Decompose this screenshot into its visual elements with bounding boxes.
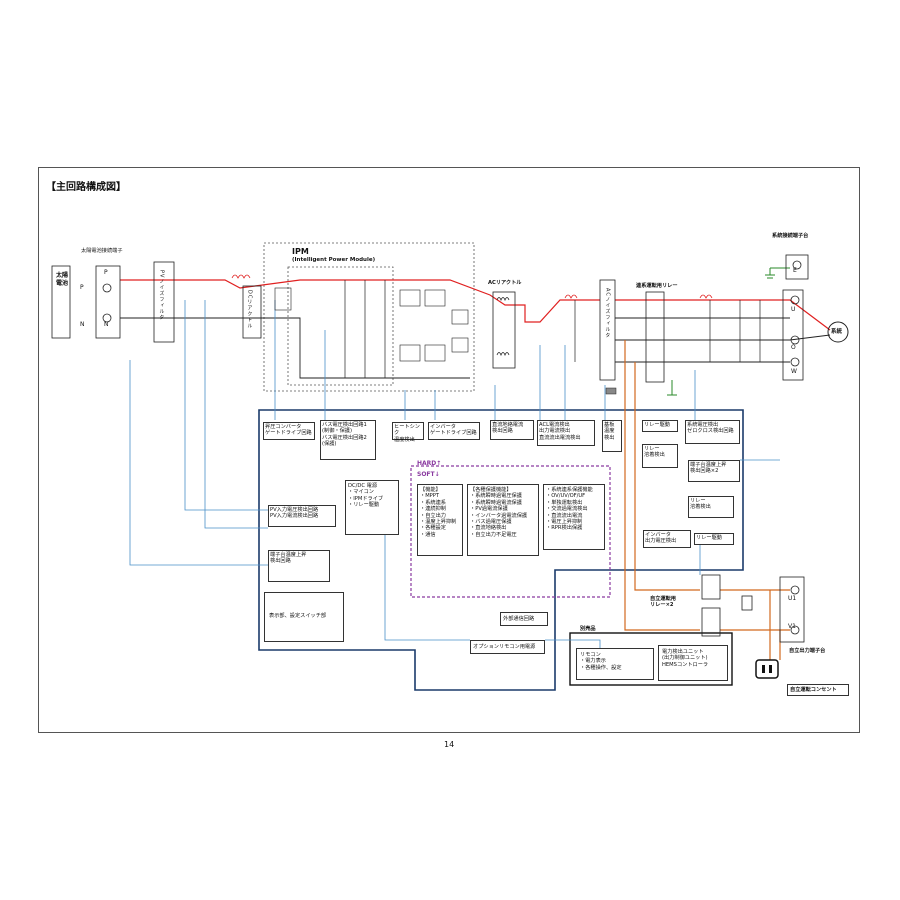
grid-protections-box: ・系統連系保護機能 ・OV/UV/OF/UF ・単独運転検出 ・交流過電流検出 … [543,484,605,550]
hard-label: HARD↑ [417,460,442,467]
e-label: E [793,267,797,274]
standalone-outlet-label: 自立運転コンセント [787,684,849,696]
dcdc-box: DC/DC 電源 ・マイコン ・IPMドライブ ・リレー駆動 [345,480,399,535]
ipm-full-label: (Intelligent Power Module) [292,257,376,263]
grid-terminal-label: 系統接続端子台 [772,233,809,239]
remote-box: リモコン ・電力表示 ・各種操作、設定 [576,648,654,680]
relay-weld2-box: リレー 溶着検出 [688,496,734,518]
u-label: U [791,306,796,313]
dc-reactor-label: DCリアクトル [246,290,253,330]
grid-voltage-box: 系統電圧検出 ゼロクロス検出回路 [685,420,740,444]
display-box: 表示部、設定スイッチ部 [264,592,344,642]
board-temp-box: 基板 温度 検出 [602,420,622,452]
w-label: W [791,368,797,375]
terminal-temp-box: 端子台温度上昇 検出回路×2 [688,460,740,482]
grid-relay-label: 連系運転用リレー [636,283,678,289]
standalone-terminal-label: 自立出力端子台 [787,646,847,657]
soft-label: SOFT↓ [417,471,440,478]
diagram-frame [38,167,860,733]
option-remote-box: オプションリモコン用電源 [470,640,545,654]
v1-label: V1 [788,623,796,630]
inverter-gate-box: インバータ ゲートドライブ回路 [428,422,480,440]
ac-reactor-label: ACリアクトル [488,280,522,286]
power-unit-box: 電力検出ユニット (出力制御ユニット) HEMSコントローラ [658,645,728,681]
p2-label: P [104,269,108,276]
pv-input-box: PV入力電圧検出回路 PV入力電流検出回路 [268,505,336,527]
grid-label: 系統 [831,329,843,335]
bus-voltage-box: バス電圧検出回路1 (制御・保護) バス電圧検出回路2 (保護) [320,420,376,460]
dc-ground-box: 直流地絡電流 検出回路 [490,420,534,440]
heatsink-box: ヒートシンク 温度検出 [392,422,424,443]
diagram-title: 【主回路構成図】 [46,182,126,193]
boost-gate-box: 昇圧コンバータ ゲートドライブ回路 [263,422,315,440]
terminal-temp2-box: 端子台温度上昇 検出回路 [268,550,330,582]
n2-label: N [104,321,109,328]
n1-label: N [80,321,85,328]
p1-label: P [80,284,84,291]
o-label: O [791,344,796,351]
pv-noise-filter-label: PVノイズフィルタ [158,270,165,321]
protections-box: 【各種保護機能】 ・系統瞬時過電圧保護 ・系統瞬時過電流保護 ・PV過電流保護 … [467,484,539,556]
standalone-relay-label: 自立運転用 リレー×2 [650,596,676,609]
solar-battery-label: 太陽電池 [55,272,68,287]
solar-terminal-label: 太陽電池接続端子 [81,248,123,254]
external-comm-box: 外部通信回路 [500,612,548,626]
acl-current-box: ACL電流検出 出力電流検出 直流流出電流検出 [537,420,595,446]
relay-drive2-box: リレー駆動 [694,533,734,545]
ac-noise-filter-label: ACノイズフィルタ [604,288,611,339]
inverter-output-box: インバータ 出力電圧検出 [643,530,691,548]
relay-drive-box: リレー駆動 [642,420,678,432]
relay-weld-box: リレー 溶着検出 [642,444,678,468]
separate-label: 別売品 [580,626,596,632]
functions-box: 【機能】 ・MPPT ・系統連系 ・連続抑制 ・自立出力 ・温度上昇抑制 ・各種… [417,484,463,556]
ipm-label: IPM [292,247,309,256]
u1-label: U1 [788,595,797,602]
page-number: 14 [444,740,455,749]
